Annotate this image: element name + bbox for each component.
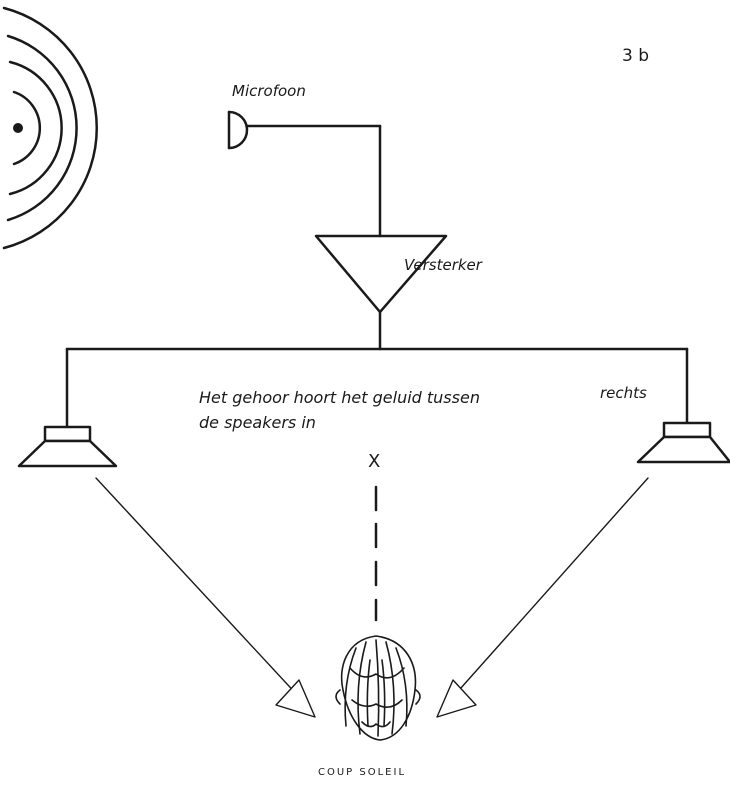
speaker-left-icon bbox=[17, 425, 118, 468]
arrow-left-to-listener bbox=[95, 477, 316, 718]
right-label: rechts bbox=[600, 384, 647, 402]
perception-caption-line-1: Het gehoor hoort het geluid tussen bbox=[199, 388, 480, 407]
phantom-source-mark: X bbox=[368, 451, 381, 472]
amplifier-label: Versterker bbox=[404, 256, 482, 274]
microphone-icon bbox=[227, 110, 382, 238]
microphone-label: Microfoon bbox=[232, 82, 306, 100]
perception-caption-line-2: de speakers in bbox=[199, 413, 316, 432]
signature: COUP SOLEIL bbox=[318, 767, 407, 778]
amplifier-icon bbox=[314, 234, 448, 351]
arrow-right-to-listener bbox=[436, 477, 649, 718]
sound-source-icon bbox=[2, 6, 99, 250]
page-number: 3 b bbox=[622, 46, 650, 66]
listener-head-icon bbox=[335, 635, 421, 741]
speaker-right-icon bbox=[636, 421, 730, 464]
speaker-wiring bbox=[65, 347, 689, 429]
